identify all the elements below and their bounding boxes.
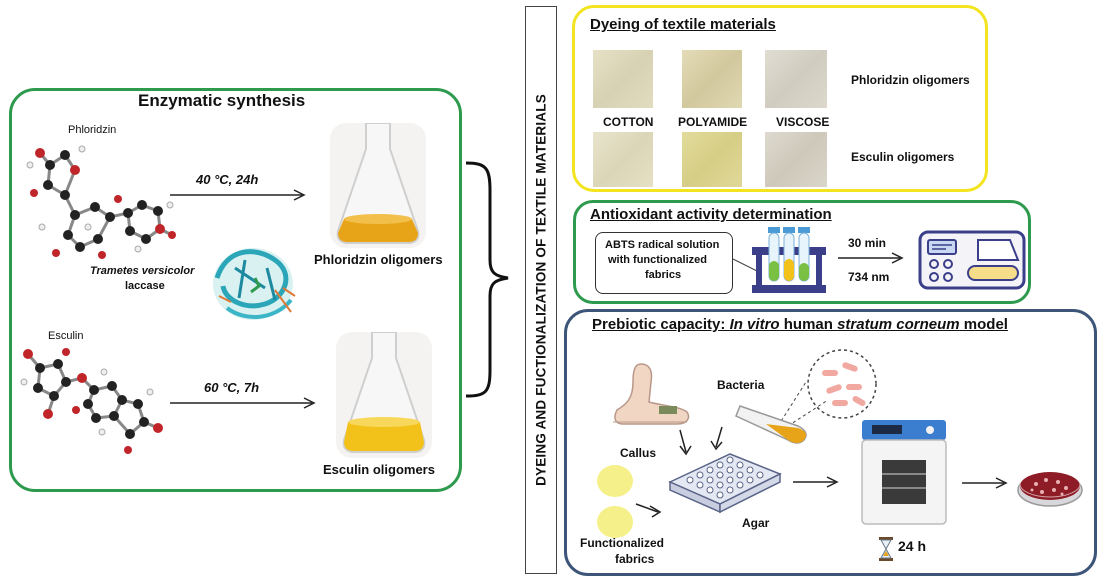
foot-icon [613,363,690,425]
phloridzin-flask [330,123,426,248]
antioxidant-time: 30 min [848,236,887,250]
abts-line-2: with functionalized [608,254,707,266]
prebiotic-title-part-5: model [959,316,1008,333]
hourglass-icon [879,537,893,561]
esculin-label: Esculin [48,330,84,342]
dyeing-row-phloridzin: Phloridzin oligomers [851,73,970,87]
culture-tube-icon [735,405,807,444]
fabric-swatch-viscose-phloridzin [765,50,827,108]
phloridzin-label: Phloridzin [68,124,117,136]
agar-label: Agar [742,516,770,530]
reaction-condition-bottom: 60 °C, 7h [204,380,260,395]
fabric-swatch-cotton-esculin [593,132,653,187]
fabric-swatch-polyamide-phloridzin [682,50,742,108]
arrow-foot-to-plate [679,429,692,456]
antioxidant-arrow [838,252,904,264]
prebiotic-title-stratum-corneum: stratum corneum [837,316,960,333]
prebiotic-title-in-vitro: In vitro [729,316,780,333]
dyeing-panel [572,5,988,192]
reaction-arrow-bottom [170,397,316,409]
fabric-swatch-polyamide-esculin [682,132,742,187]
incubator-icon [861,420,947,525]
arrow-fabrics-to-plate [635,503,662,518]
functionalized-fabrics-line-2: fabrics [615,552,655,566]
vertical-title-bar [525,6,557,574]
functionalized-fabrics-line-1: Functionalized [580,536,664,550]
well-plate-icon [668,453,782,514]
connector-line [732,258,758,272]
esculin-oligomers-product: Esculin oligomers [323,462,435,477]
esculin-flask [336,332,432,458]
petri-dish-icon [1017,470,1083,507]
spectrophotometer-icon [918,230,1026,290]
arrow-incubator-to-petri [962,477,1008,489]
fabric-swatch-cotton-phloridzin [593,50,653,108]
abts-line-3: fabrics [645,269,682,281]
enzymatic-synthesis-title: Enzymatic synthesis [138,91,306,110]
phloridzin-molecule-icon [26,145,176,259]
test-tube-rack-icon [752,227,826,293]
esculin-molecule-icon [20,348,163,454]
bacteria-magnified-icon [807,349,877,419]
bacteria-label: Bacteria [717,378,765,392]
prebiotic-title-part-3: human [779,316,838,333]
fabric-label-cotton: COTTON [603,115,654,129]
antioxidant-wavelength: 734 nm [848,270,890,284]
fabric-label-polyamide: POLYAMIDE [678,115,748,129]
abts-solution-box [595,232,733,294]
dyeing-row-esculin: Esculin oligomers [851,150,955,164]
incubation-time: 24 h [898,538,927,554]
enzyme-name-laccase: laccase [125,280,165,292]
callus-label: Callus [620,446,657,460]
arrow-bacteria-to-plate [710,426,723,451]
dyeing-title: Dyeing of textile materials [590,16,776,33]
antioxidant-title: Antioxidant activity determination [590,206,832,223]
vertical-title: DYEING AND FUCTIONALIZATION OF TEXTILE M… [533,94,549,486]
phloridzin-oligomers-product: Phloridzin oligomers [314,252,443,267]
curly-brace [465,161,509,398]
prebiotic-title: Prebiotic capacity: In vitro human strat… [592,316,1008,333]
arrow-plate-to-incubator [793,476,839,488]
callout-lines [777,381,829,427]
fabric-label-viscose: VISCOSE [776,115,830,129]
prebiotic-title-part-1: Prebiotic capacity: [592,316,730,333]
reaction-condition-top: 40 °C, 24h [196,172,259,187]
fabric-disc-1 [597,465,633,497]
enzyme-name: Trametes versicolor [90,265,195,277]
prebiotic-panel [564,309,1097,576]
antioxidant-panel [573,200,1031,304]
reaction-arrow-top [170,189,306,201]
abts-line-1: ABTS radical solution [605,239,720,251]
fabric-disc-2 [597,506,633,538]
laccase-protein-icon [213,248,296,320]
fabric-swatch-viscose-esculin [765,132,827,187]
enzymatic-synthesis-panel [9,88,462,492]
